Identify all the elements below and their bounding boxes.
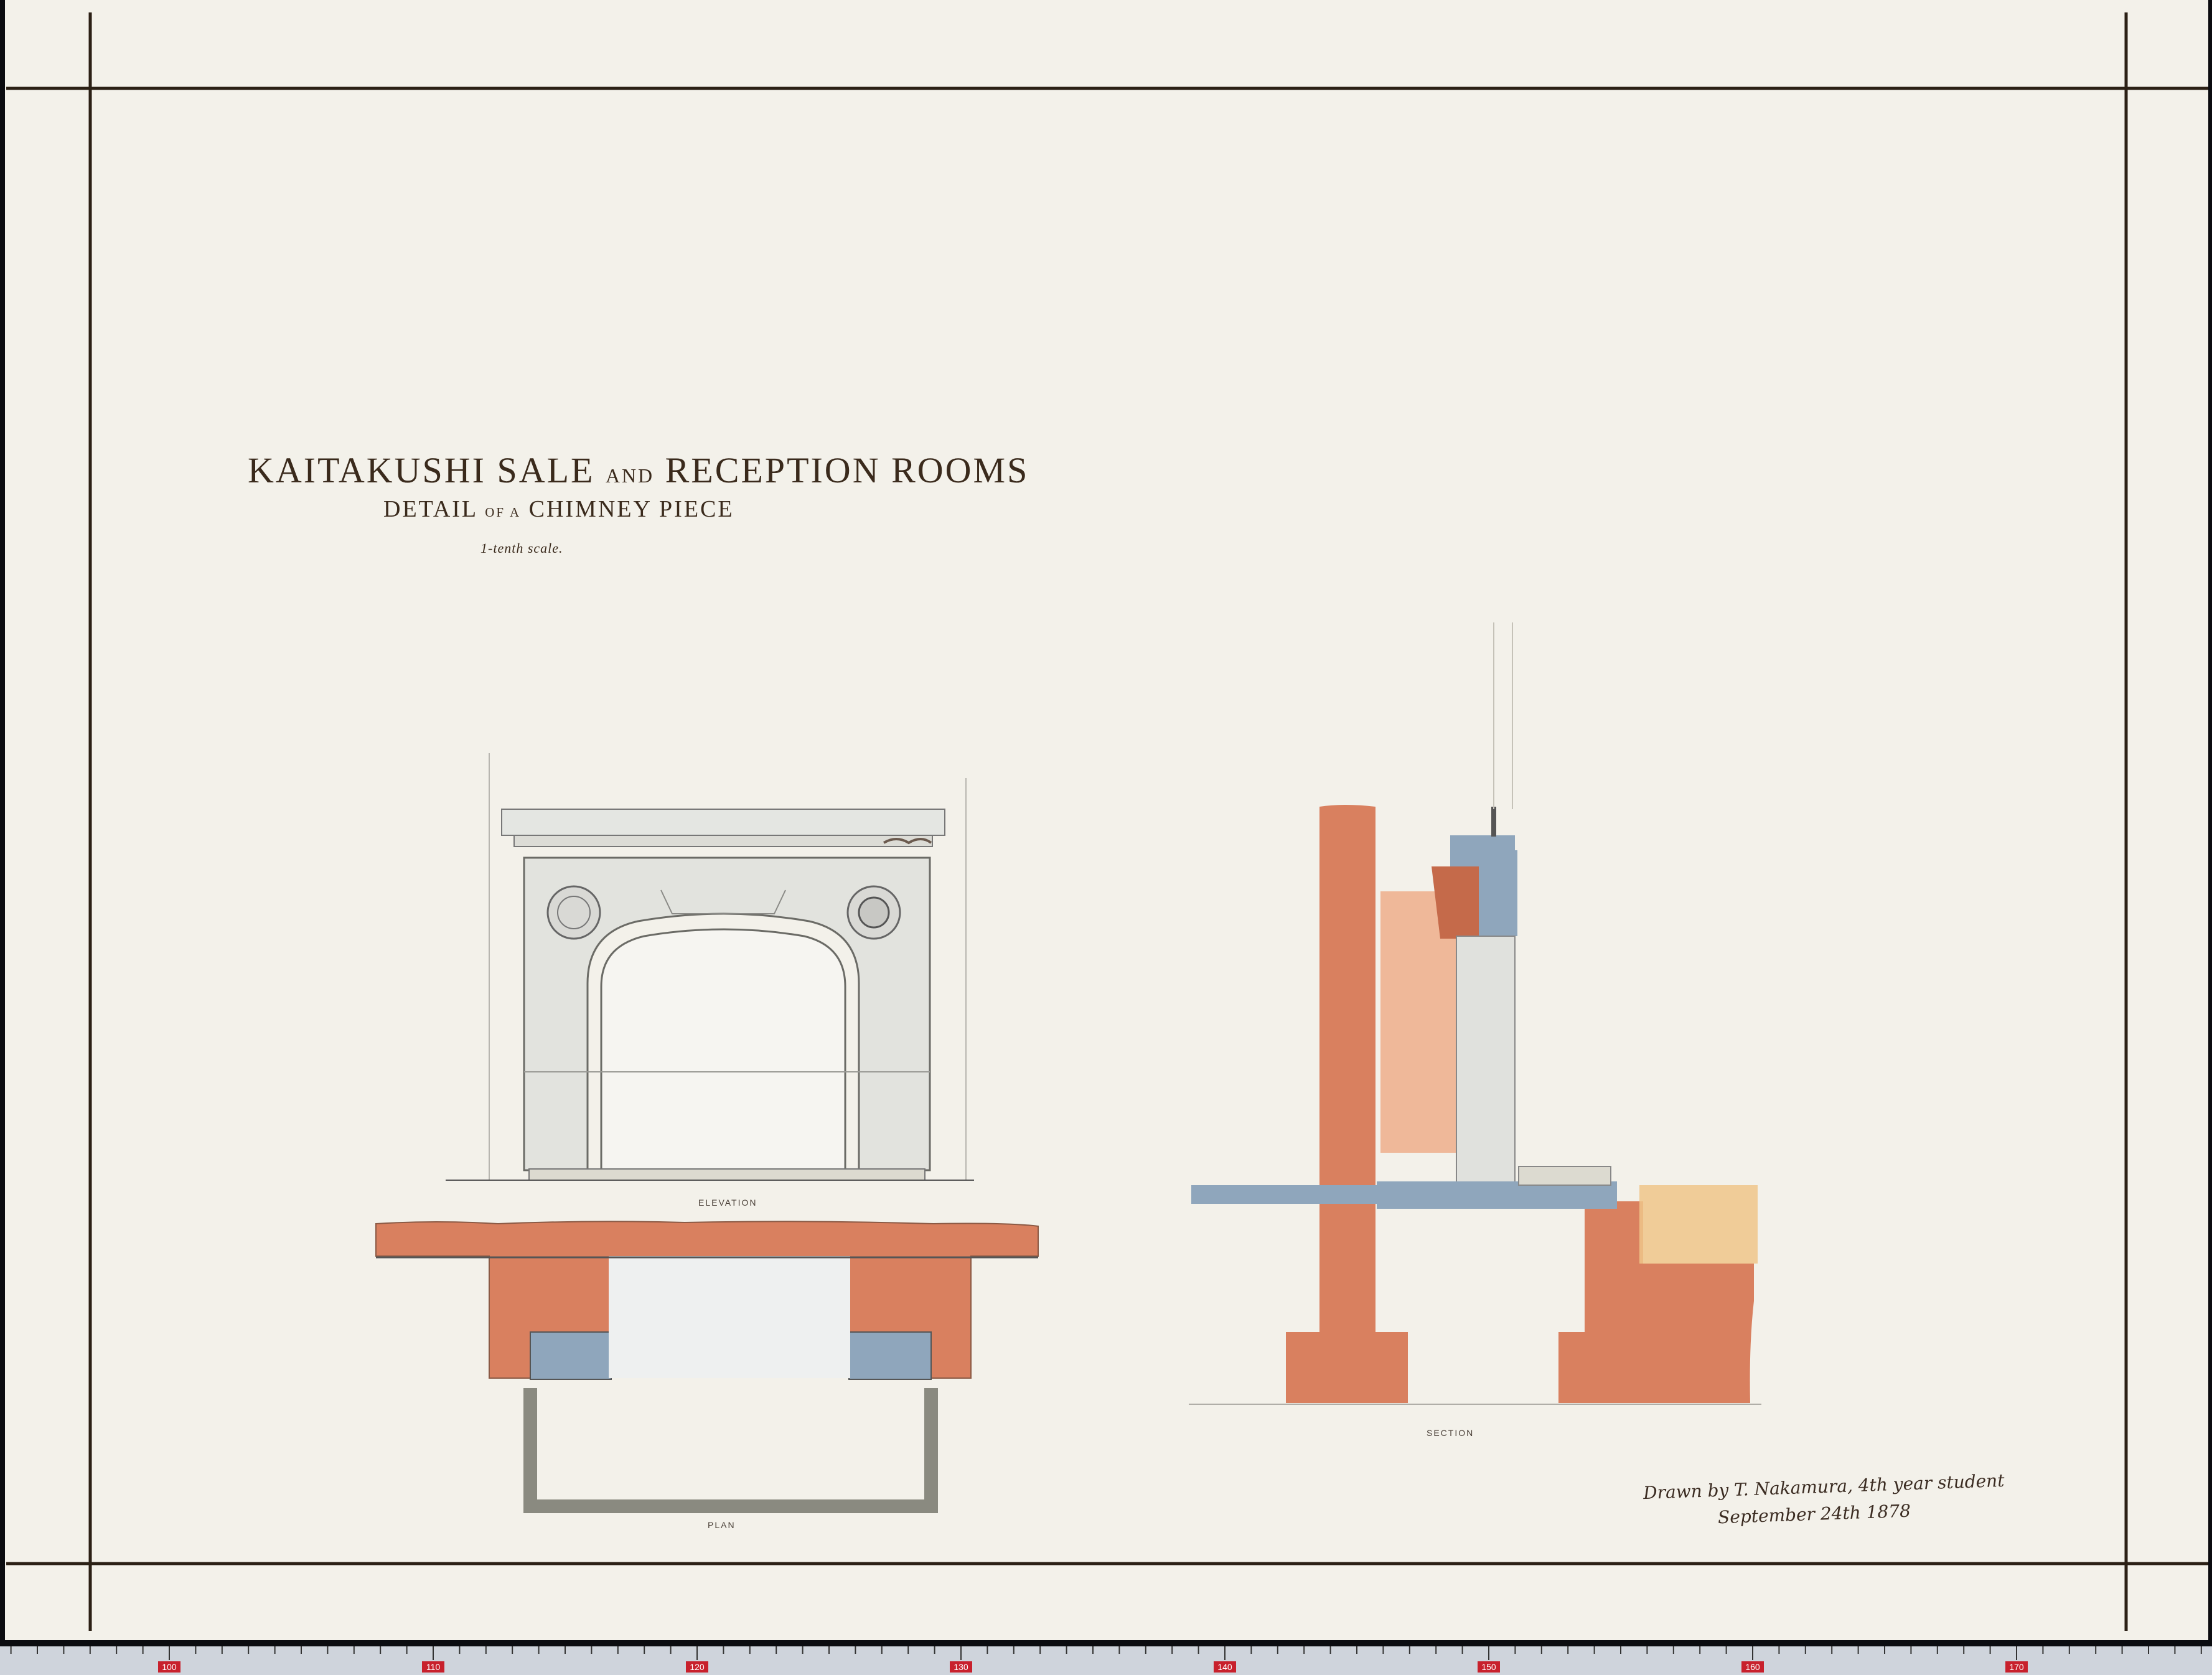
title-part-1: KAITAKUSHI SALE <box>248 450 595 490</box>
border-frame <box>6 12 2208 1631</box>
ruler-ticks: 100 110 120 130 140 150 160 170 <box>10 1646 2202 1673</box>
subtitle-of: OF A <box>485 505 522 520</box>
ruler-label: 170 <box>2009 1662 2024 1672</box>
ruler-label: 140 <box>1217 1662 1232 1672</box>
drawing-sheet <box>5 0 2208 1640</box>
ruler-label-box <box>950 1661 972 1673</box>
title-and: AND <box>605 465 655 487</box>
ruler-label-box <box>158 1661 180 1673</box>
ruler-label-box <box>686 1661 708 1673</box>
drawing-title: KAITAKUSHI SALE AND RECEPTION ROOMS <box>248 449 1029 491</box>
drawing-subtitle: DETAIL OF A CHIMNEY PIECE <box>383 495 734 523</box>
subtitle-part-1: DETAIL <box>383 496 477 522</box>
ruler-label: 160 <box>1745 1662 1760 1672</box>
ruler-label: 110 <box>426 1662 441 1672</box>
ruler-label: 130 <box>954 1662 968 1672</box>
ruler-label-box <box>1214 1661 1236 1673</box>
ruler-label-box <box>422 1661 444 1673</box>
ruler-label: 150 <box>1481 1662 1496 1672</box>
ruler-label: 100 <box>162 1662 177 1672</box>
ruler-label-box <box>2005 1661 2028 1673</box>
ruler-label-box <box>1741 1661 1764 1673</box>
section-view <box>1189 805 1761 1405</box>
plan-view <box>375 1221 1039 1513</box>
elevation-view <box>446 753 974 1181</box>
elevation-label: ELEVATION <box>698 1198 757 1208</box>
subtitle-part-2: CHIMNEY PIECE <box>528 496 734 522</box>
section-label: SECTION <box>1427 1428 1474 1438</box>
scale-note: 1-tenth scale. <box>480 540 563 556</box>
ruler-label-box <box>1478 1661 1500 1673</box>
title-part-2: RECEPTION ROOMS <box>665 450 1029 490</box>
plan-label: PLAN <box>708 1520 736 1530</box>
ruler-label: 120 <box>690 1662 705 1672</box>
scale-ruler: 100 110 120 130 140 150 160 170 <box>0 1646 2212 1675</box>
